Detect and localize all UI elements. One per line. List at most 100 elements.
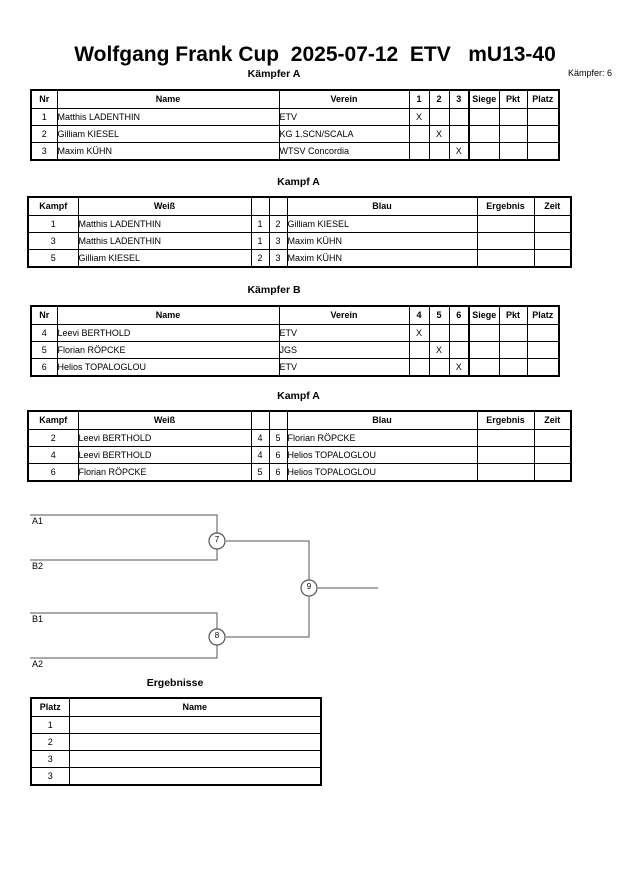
bracket-line-b2 [30,548,218,561]
cell-verein: ETV [278,108,410,126]
col-blau: Blau [286,196,478,216]
cell-ergebnis[interactable] [476,249,535,268]
cell-platz[interactable] [526,142,560,161]
cell-ergebnis[interactable] [476,429,535,447]
cell-weiss-nr: 4 [250,429,270,447]
table-row: 6 Florian RÖPCKE 5 6 Helios TOPALOGLOU [27,463,572,482]
table-row: 1 Matthis LADENTHIN ETV X [30,108,560,126]
col-blau-nr [268,196,288,216]
cell-kampf: 6 [27,463,79,482]
cell-pkt[interactable] [498,341,528,359]
col-match-5: 5 [428,305,450,325]
table-row: 3 Matthis LADENTHIN 1 3 Maxim KÜHN [27,232,572,250]
table-row: 6 Helios TOPALOGLOU ETV X [30,358,560,377]
cell-platz: 3 [30,750,70,768]
bracket-seed-b1: B1 [32,614,44,624]
cell-zeit[interactable] [533,215,572,233]
cell-verein: WTSV Concordia [278,142,410,161]
cell-match-6 [448,324,470,342]
cell-pkt[interactable] [498,324,528,342]
cell-zeit[interactable] [533,446,572,464]
cell-ergebnis[interactable] [476,446,535,464]
table-row: 5 Florian RÖPCKE JGS X [30,341,560,359]
cell-blau-nr: 6 [268,446,288,464]
cell-nr: 2 [30,125,58,143]
cell-platz[interactable] [526,341,560,359]
cell-zeit[interactable] [533,249,572,268]
cell-siege[interactable] [468,341,500,359]
cell-platz: 2 [30,733,70,751]
col-zeit: Zeit [533,196,572,216]
cell-kampf: 5 [27,249,79,268]
cell-blau-nr: 6 [268,463,288,482]
pool-b-table: Nr Name Verein 4 5 6 Siege Pkt Platz 4 L… [30,305,560,377]
col-match-6: 6 [448,305,470,325]
cell-siege[interactable] [468,108,500,126]
cell-match-3 [448,108,470,126]
cell-name[interactable] [68,716,322,734]
cell-siege[interactable] [468,142,500,161]
col-match-4: 4 [408,305,430,325]
cell-platz[interactable] [526,108,560,126]
bracket-seed-a2: A2 [32,659,44,669]
cell-pkt[interactable] [498,108,528,126]
cell-name[interactable] [68,750,322,768]
page-title: Wolfgang Frank Cup 2025-07-12 ETV mU13-4… [74,43,556,66]
cell-ergebnis[interactable] [476,463,535,482]
cell-weiss: Florian RÖPCKE [77,463,252,482]
cell-name: Matthis LADENTHIN [56,108,280,126]
cell-match-1 [408,125,430,143]
cell-pkt[interactable] [498,125,528,143]
cell-platz[interactable] [526,324,560,342]
cell-platz[interactable] [526,358,560,377]
table-header-row: Platz Name [30,697,322,717]
table-header-row: Kampf Weiß Blau Ergebnis Zeit [27,196,572,216]
cell-kampf: 1 [27,215,79,233]
cell-siege[interactable] [468,125,500,143]
cell-weiss: Matthis LADENTHIN [77,215,252,233]
cell-match-6 [448,341,470,359]
cell-weiss-nr: 1 [250,232,270,250]
cell-siege[interactable] [468,324,500,342]
cell-verein: ETV [278,324,410,342]
bracket-node-8-label: 8 [214,631,220,640]
cell-name[interactable] [68,767,322,786]
cell-nr: 1 [30,108,58,126]
cell-name[interactable] [68,733,322,751]
cell-platz[interactable] [526,125,560,143]
cell-match-2: X [428,125,450,143]
col-weiss: Weiß [77,196,252,216]
pool-a-caption: Kämpfer A [247,68,301,80]
col-blau-nr [268,410,288,430]
cell-match-1 [408,142,430,161]
cell-zeit[interactable] [533,232,572,250]
cell-match-4 [408,358,430,377]
cell-ergebnis[interactable] [476,232,535,250]
col-weiss-nr [250,196,270,216]
col-weiss: Weiß [77,410,252,430]
cell-platz: 1 [30,716,70,734]
cell-ergebnis[interactable] [476,215,535,233]
col-name: Name [56,305,280,325]
table-row: 3 [30,767,322,786]
cell-pkt[interactable] [498,358,528,377]
bracket-line-a1 [30,514,218,540]
cell-pkt[interactable] [498,142,528,161]
table-row: 5 Gilliam KIESEL 2 3 Maxim KÜHN [27,249,572,268]
cell-weiss-nr: 2 [250,249,270,268]
cell-siege[interactable] [468,358,500,377]
cell-blau-nr: 3 [268,232,288,250]
col-match-1: 1 [408,89,430,109]
table-row: 3 Maxim KÜHN WTSV Concordia X [30,142,560,161]
table-row: 2 [30,733,322,751]
col-nr: Nr [30,305,58,325]
bracket-seed-a1: A1 [32,516,44,526]
cell-zeit[interactable] [533,463,572,482]
table-row: 4 Leevi BERTHOLD ETV X [30,324,560,342]
col-verein: Verein [278,89,410,109]
cell-nr: 4 [30,324,58,342]
cell-weiss: Gilliam KIESEL [77,249,252,268]
col-name: Name [68,697,322,717]
bracket-line-8-to-9 [226,597,310,638]
cell-zeit[interactable] [533,429,572,447]
